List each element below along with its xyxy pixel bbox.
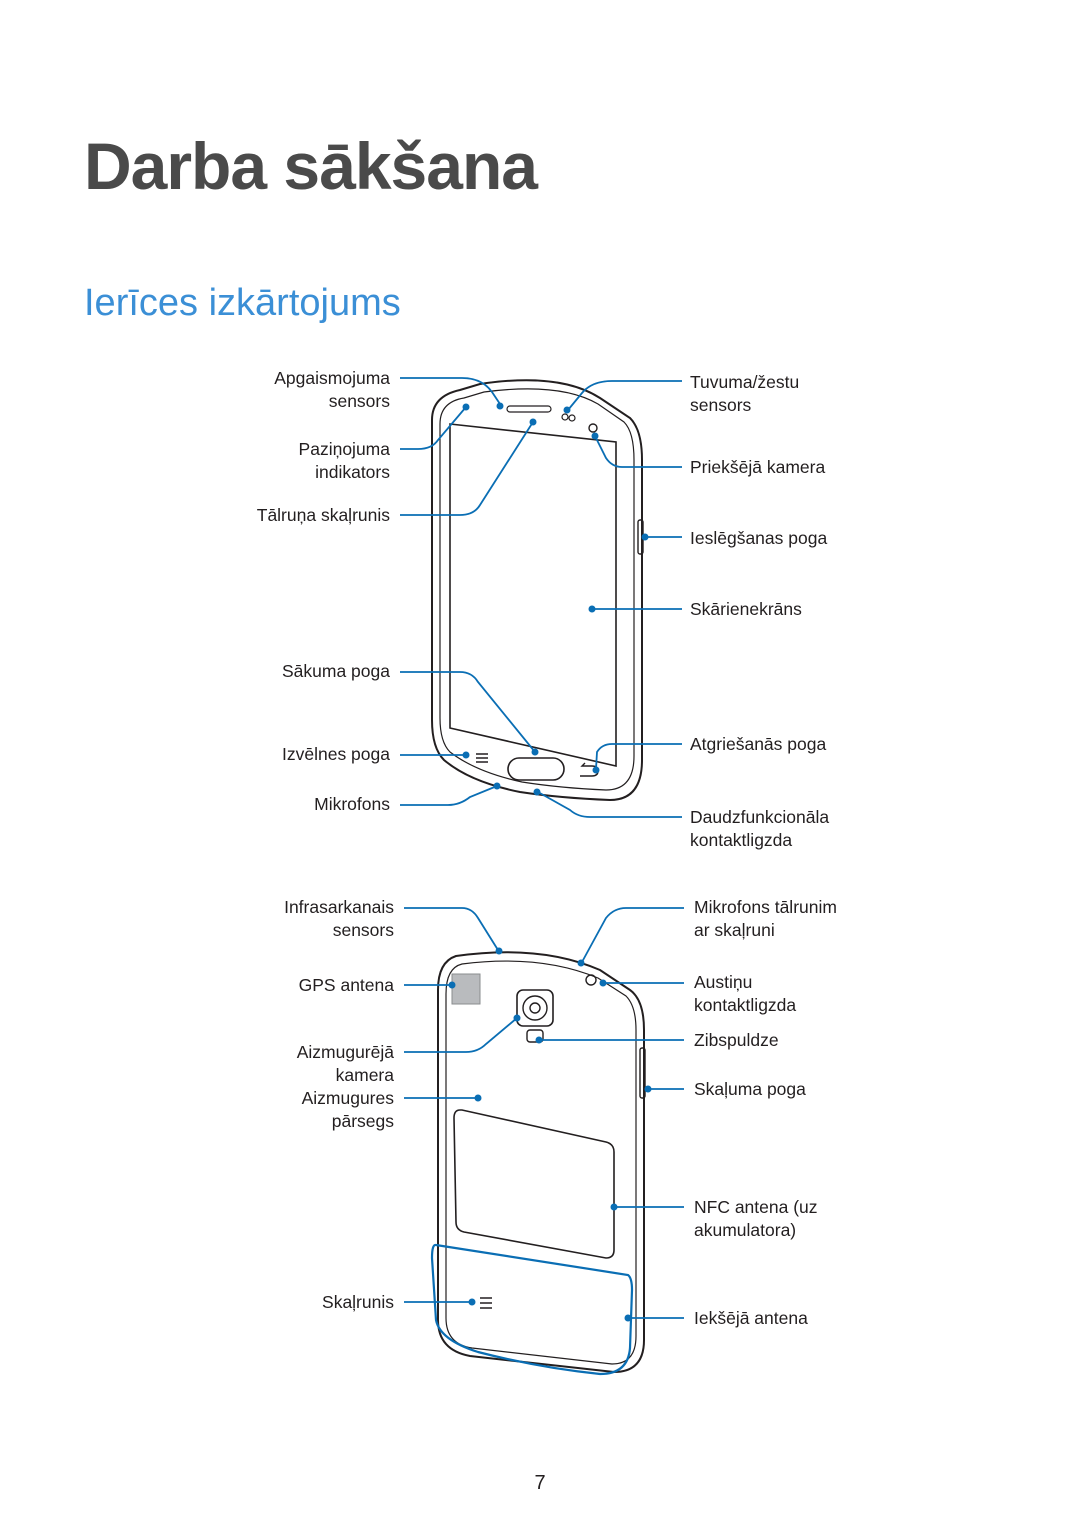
label-flash: Zibspuldze (694, 1030, 779, 1050)
front-device-illustration (431, 379, 644, 802)
label-nfc-antenna: NFC antena (uz akumulatora) (694, 1197, 818, 1240)
headset-jack-shape (585, 974, 597, 986)
earpiece-slot (506, 405, 552, 413)
label-ambient-light-sensor: Apgaismojuma sensors (274, 368, 390, 411)
label-touchscreen: Skārienekrāns (690, 599, 802, 619)
flash-shape (526, 1029, 544, 1043)
label-internal-antenna: Iekšējā antena (694, 1308, 808, 1328)
callout-dots (448, 402, 652, 1322)
back-device-illustration (437, 951, 646, 1374)
label-menu-button: Izvēlnes poga (282, 744, 390, 764)
menu-icon-shape (476, 753, 488, 763)
volume-button-shape (639, 1047, 646, 1099)
label-headset-jack: Austiņu kontaktligzda (694, 972, 797, 1015)
chapter-title: Darba sākšana (84, 129, 538, 203)
label-multipurpose-jack: Daudzfunkcionāla kontaktligzda (690, 807, 830, 850)
label-volume-button: Skaļuma poga (694, 1079, 806, 1099)
label-proximity-sensor: Tuvuma/žestu sensors (690, 372, 800, 415)
callout-lines (400, 377, 684, 1319)
label-speaker: Skaļrunis (322, 1292, 394, 1312)
label-infrared-sensor: Infrasarkanais sensors (284, 897, 394, 940)
front-device-bezel (439, 388, 635, 791)
label-home-button: Sākuma poga (282, 661, 390, 681)
sensor-dot (561, 413, 569, 421)
rear-camera-ring (522, 995, 548, 1021)
label-back-button: Atgriešanās poga (690, 734, 827, 754)
label-front-camera: Priekšējā kamera (690, 457, 826, 477)
label-microphone: Mikrofons (314, 794, 390, 814)
nfc-panel (453, 1109, 615, 1259)
gps-antenna-area (451, 973, 481, 1005)
back-device-inner (445, 960, 637, 1365)
front-screen (449, 423, 617, 768)
label-power-button: Ieslēgšanas poga (690, 528, 828, 548)
rear-camera-housing (516, 989, 554, 1027)
internal-antenna-outline (430, 1243, 634, 1376)
speaker-grille (480, 1297, 492, 1309)
label-earpiece: Tālruņa skaļrunis (256, 505, 390, 525)
label-notification-indicator: Paziņojuma indikators (298, 439, 390, 482)
front-camera-lens (588, 423, 598, 433)
label-gps-antenna: GPS antena (298, 975, 394, 995)
page-number: 7 (534, 1472, 546, 1494)
front-device-body (431, 379, 643, 802)
label-speakerphone-mic: Mikrofons tālrunim ar skaļruni (694, 897, 837, 940)
label-rear-camera: Aizmugurējā kamera (296, 1042, 394, 1085)
back-device-body (437, 951, 645, 1374)
rear-camera-lens (529, 1002, 541, 1014)
label-back-cover: Aizmugures pārsegs (301, 1088, 394, 1131)
home-button-shape (507, 757, 565, 781)
sensor-dot (568, 414, 576, 422)
section-title: Ierīces izkārtojums (84, 282, 401, 324)
